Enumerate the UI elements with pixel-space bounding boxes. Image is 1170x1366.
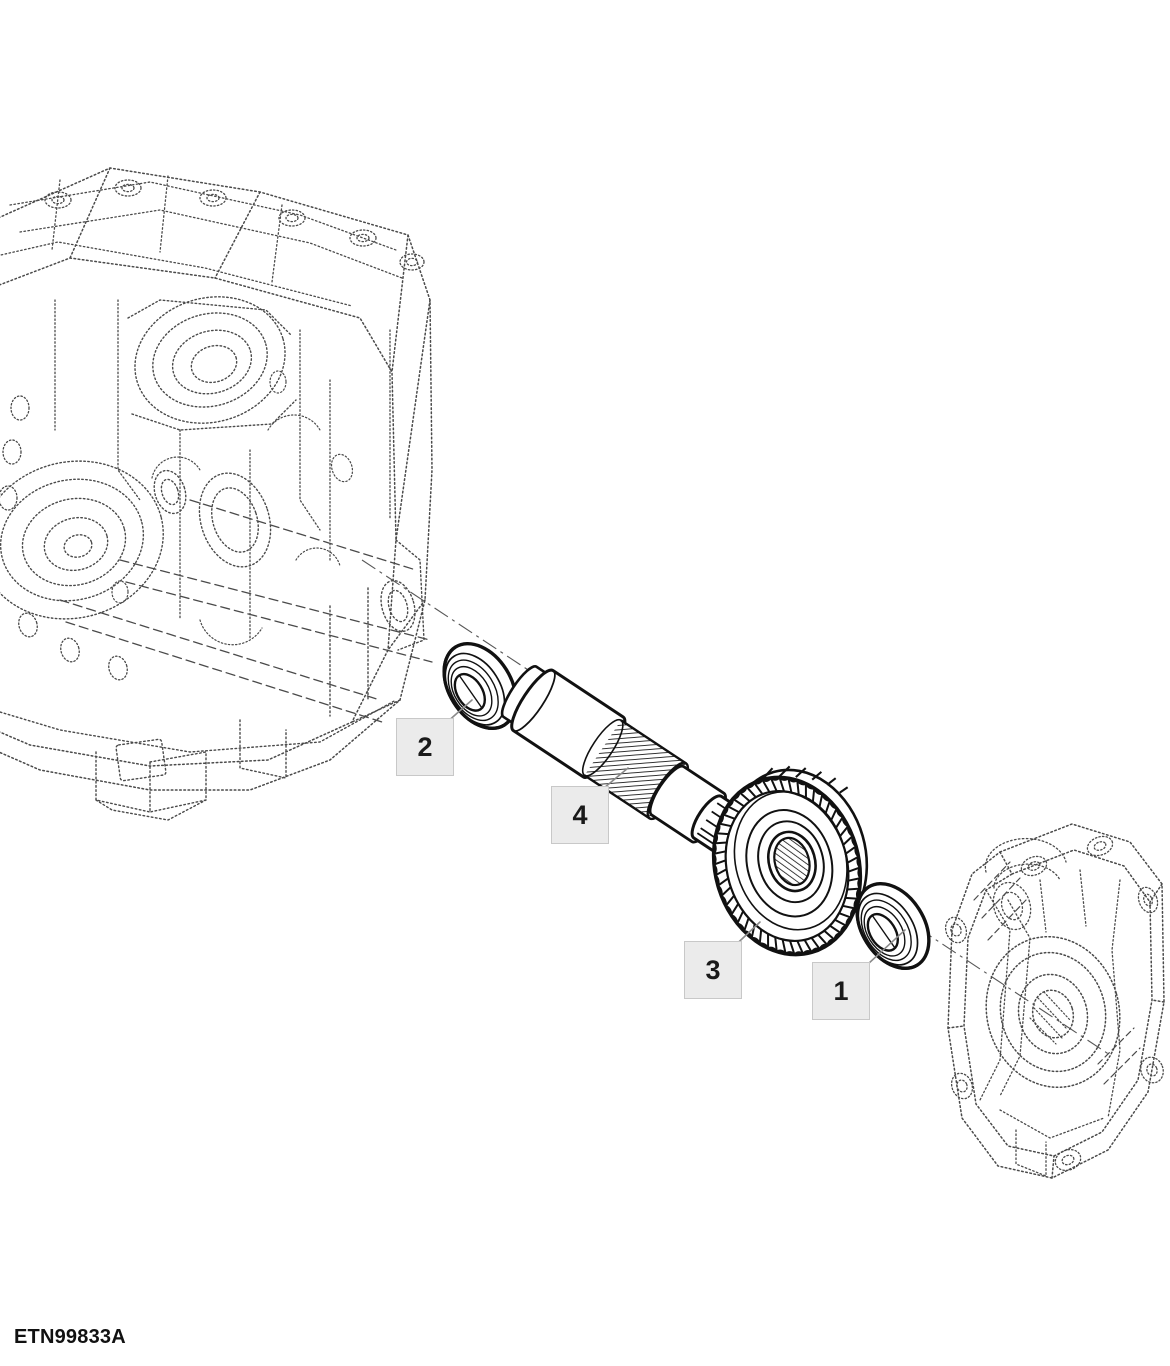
- transmission-housing-left: [0, 167, 433, 821]
- callout-number-4: 4: [572, 799, 588, 830]
- callout-box-1[interactable]: 1: [812, 962, 870, 1020]
- callout-number-2: 2: [417, 731, 433, 762]
- transmission-cover-plate: [944, 823, 1165, 1179]
- callout-box-2[interactable]: 2: [396, 718, 454, 776]
- callout-number-1: 1: [833, 975, 849, 1006]
- ball-bearing-right: [855, 881, 931, 971]
- callout-box-3[interactable]: 3: [684, 941, 742, 999]
- ball-bearing-left: [442, 641, 518, 731]
- helical-drive-gear: [711, 765, 869, 957]
- figure-caption: ETN99833A: [14, 1326, 126, 1348]
- callout-number-3: 3: [705, 954, 721, 985]
- callout-box-4[interactable]: 4: [551, 786, 609, 844]
